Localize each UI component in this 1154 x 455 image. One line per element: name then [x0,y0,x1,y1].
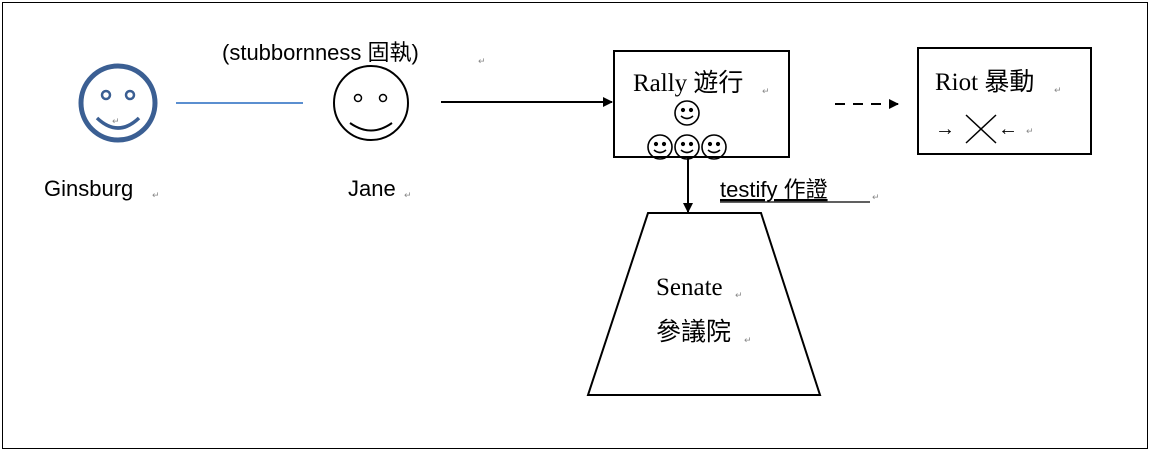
crowd-icon [647,100,727,160]
clash-icon: → ← ↵ [935,114,1034,144]
diagram-frame [2,2,1148,449]
paragraph-mark: ↵ [872,193,880,203]
rally-box [613,50,790,158]
senate-shape [586,212,822,396]
arrow-right-glyph: → [935,118,955,140]
testify-label: testify 作證 [720,177,828,202]
paragraph-mark: ↵ [735,291,743,301]
rally-label: Rally 遊行 [633,69,743,97]
smiley-icon [674,134,700,160]
smiley-icon [701,134,727,160]
paragraph-mark: ↵ [404,191,412,201]
paragraph-mark: ↵ [478,57,486,67]
paragraph-mark: ↵ [762,87,770,97]
paragraph-mark: ↵ [1026,127,1034,137]
paragraph-mark: ↵ [1054,86,1062,96]
ginsburg-face-icon: ↵ [78,63,158,143]
arrow-left-glyph: ← [998,118,1018,140]
jane-face-icon [333,65,409,141]
senate-label-zh: 參議院 [656,318,731,346]
senate-label-en: Senate [656,274,723,301]
paragraph-mark: ↵ [744,336,752,346]
ginsburg-label: Ginsburg [44,176,133,201]
jane-label: Jane [348,176,396,201]
riot-box [917,47,1092,155]
relation-label: (stubbornness 固執) [222,40,419,65]
smiley-icon [647,134,673,160]
riot-label: Riot 暴動 [935,68,1034,96]
smiley-icon [674,100,700,126]
paragraph-mark: ↵ [112,117,120,127]
paragraph-mark: ↵ [152,191,160,201]
